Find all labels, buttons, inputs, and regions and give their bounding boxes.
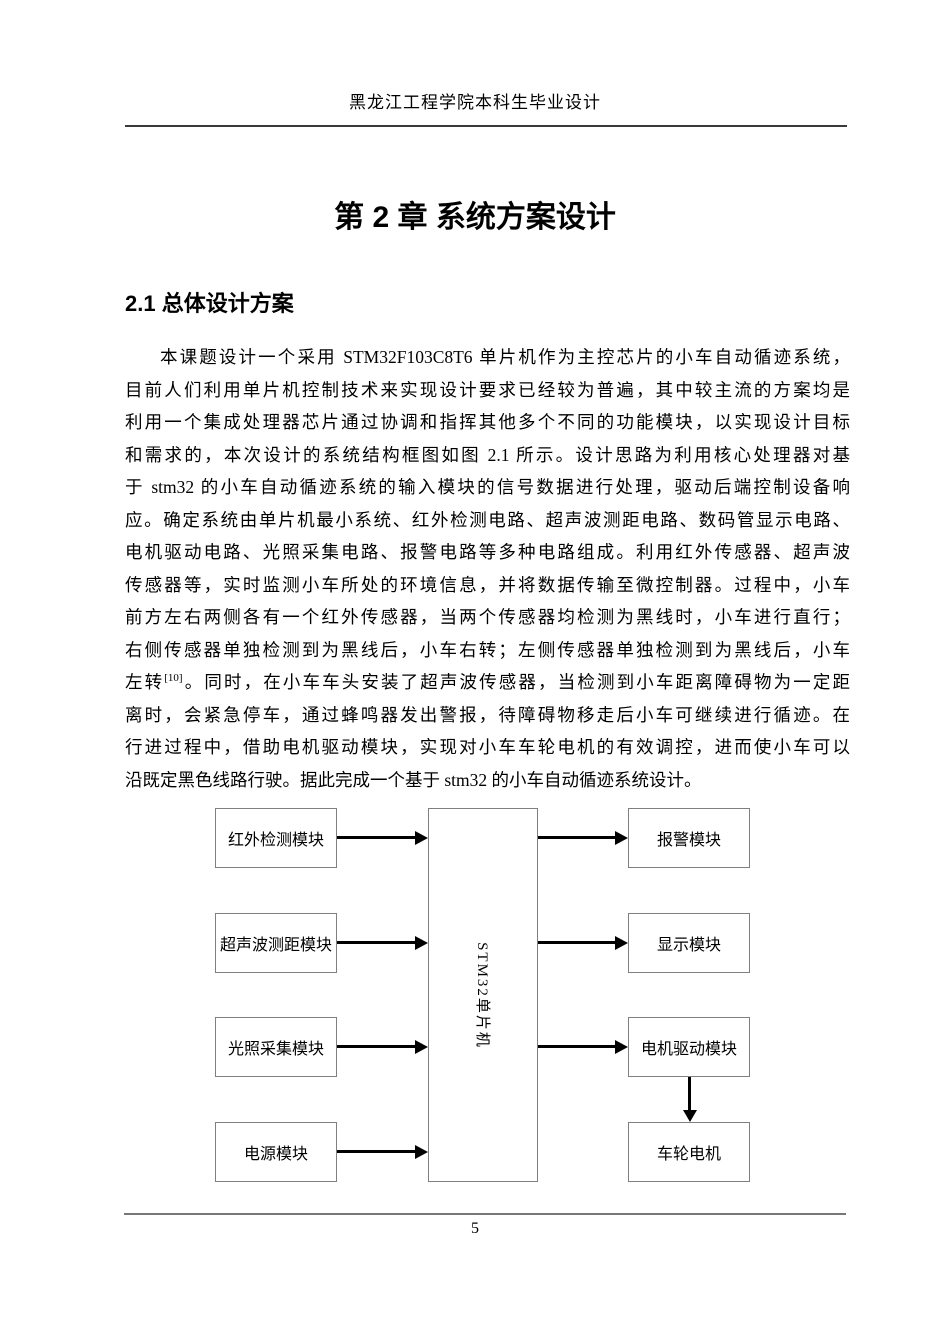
paragraph-line: 于 stm32 的小车自动循迹系统的输入模块的信号数据进行处理，驱动后端控制设备… xyxy=(125,477,850,497)
box-power-module: 电源模块 xyxy=(215,1122,337,1182)
arrow-motor-drive-to-wheel-motor xyxy=(688,1077,691,1110)
box-label: 显示模块 xyxy=(656,937,721,954)
box-infrared-detection-module: 红外检测模块 xyxy=(215,808,337,868)
system-block-diagram: 红外检测模块 超声波测距模块 光照采集模块 电源模块 STM32单片机 报警模块… xyxy=(0,800,950,1200)
paragraph-line: 传感器等，实时监测小车所处的环境信息，并将数据传输至微控制器。过程中，小车 xyxy=(125,574,850,595)
page-number: 5 xyxy=(471,1220,479,1237)
box-label-vertical: STM32单片机 xyxy=(473,941,490,1049)
box-ultrasonic-ranging-module: 超声波测距模块 xyxy=(215,913,337,973)
box-stm32-mcu: STM32单片机 xyxy=(428,808,538,1182)
line-text: 左转 xyxy=(125,672,165,692)
arrow-infrared-to-mcu xyxy=(337,836,415,839)
arrow-light-to-mcu xyxy=(337,1045,415,1048)
paragraph-line: 沿既定黑色线路行驶。据此完成一个基于 stm32 的小车自动循迹系统设计。 xyxy=(125,769,702,790)
box-alarm-module: 报警模块 xyxy=(628,808,750,868)
paragraph-line: 电机驱动电路、光照采集电路、报警电路等多种电路组成。利用红外传感器、超声波 xyxy=(125,542,850,562)
paragraph-line: 前方左右两侧各有一个红外传感器，当两个传感器均检测为黑线时，小车进行直行； xyxy=(125,607,850,627)
box-label: 超声波测距模块 xyxy=(219,937,332,954)
box-label: 报警模块 xyxy=(656,832,721,849)
box-label: 光照采集模块 xyxy=(227,1041,324,1058)
paragraph-line: 行进过程中，借助电机驱动模块，实现对小车车轮电机的有效调控，进而使小车可以 xyxy=(125,737,850,757)
arrow-mcu-to-motor-drive xyxy=(538,1045,615,1048)
paragraph-line: 和需求的，本次设计的系统结构框图如图 2.1 所示。设计思路为利用核心处理器对基 xyxy=(125,444,850,465)
paragraph-line: 利用一个集成处理器芯片通过协调和指挥其他多个不同的功能模块，以实现设计目标 xyxy=(125,412,850,432)
box-label: 电机驱动模块 xyxy=(640,1041,737,1058)
citation-ref: [10] xyxy=(164,672,183,685)
arrow-power-to-mcu xyxy=(337,1150,415,1153)
box-label: 电源模块 xyxy=(243,1146,308,1163)
box-wheel-motor: 车轮电机 xyxy=(628,1122,750,1182)
paragraph-line: 离时，会紧急停车，通过蜂鸣器发出警报，待障碍物移走后小车可继续进行循迹。在 xyxy=(125,704,850,725)
paragraph-line: 本课题设计一个采用 STM32F103C8T6 单片机作为主控芯片的小车自动循迹… xyxy=(160,347,850,367)
line-text: 。同时，在小车车头安装了超声波传感器，当检测到小车距离障碍物为一定距 xyxy=(182,672,851,692)
box-display-module: 显示模块 xyxy=(628,913,750,973)
box-light-collection-module: 光照采集模块 xyxy=(215,1017,337,1077)
arrow-ultrasonic-to-mcu xyxy=(337,941,415,944)
box-label: 红外检测模块 xyxy=(227,832,324,849)
box-motor-drive-module: 电机驱动模块 xyxy=(628,1017,750,1077)
box-label: 车轮电机 xyxy=(656,1146,721,1163)
paragraph-line-with-citation: 左转[10]。同时，在小车车头安装了超声波传感器，当检测到小车距离障碍物为一定距 xyxy=(125,666,850,699)
header-rule xyxy=(125,125,847,127)
paragraph-line: 目前人们利用单片机控制技术来实现设计要求已经较为普遍，其中较主流的方案均是 xyxy=(125,379,850,400)
paragraph-line: 右侧传感器单独检测到为黑线后，小车右转；左侧传感器单独检测到为黑线后，小车 xyxy=(125,639,850,660)
body-paragraph: 本课题设计一个采用 STM32F103C8T6 单片机作为主控芯片的小车自动循迹… xyxy=(125,341,850,796)
arrow-mcu-to-display xyxy=(538,941,615,944)
footer-rule xyxy=(124,1213,846,1215)
paragraph-line: 应。确定系统由单片机最小系统、红外检测电路、超声波测距电路、数码管显示电路、 xyxy=(125,509,850,530)
section-heading: 2.1 总体设计方案 xyxy=(125,291,294,316)
arrow-mcu-to-alarm xyxy=(538,836,615,839)
document-header: 黑龙江工程学院本科生毕业设计 xyxy=(349,93,601,112)
chapter-title: 第 2 章 系统方案设计 xyxy=(334,201,616,234)
